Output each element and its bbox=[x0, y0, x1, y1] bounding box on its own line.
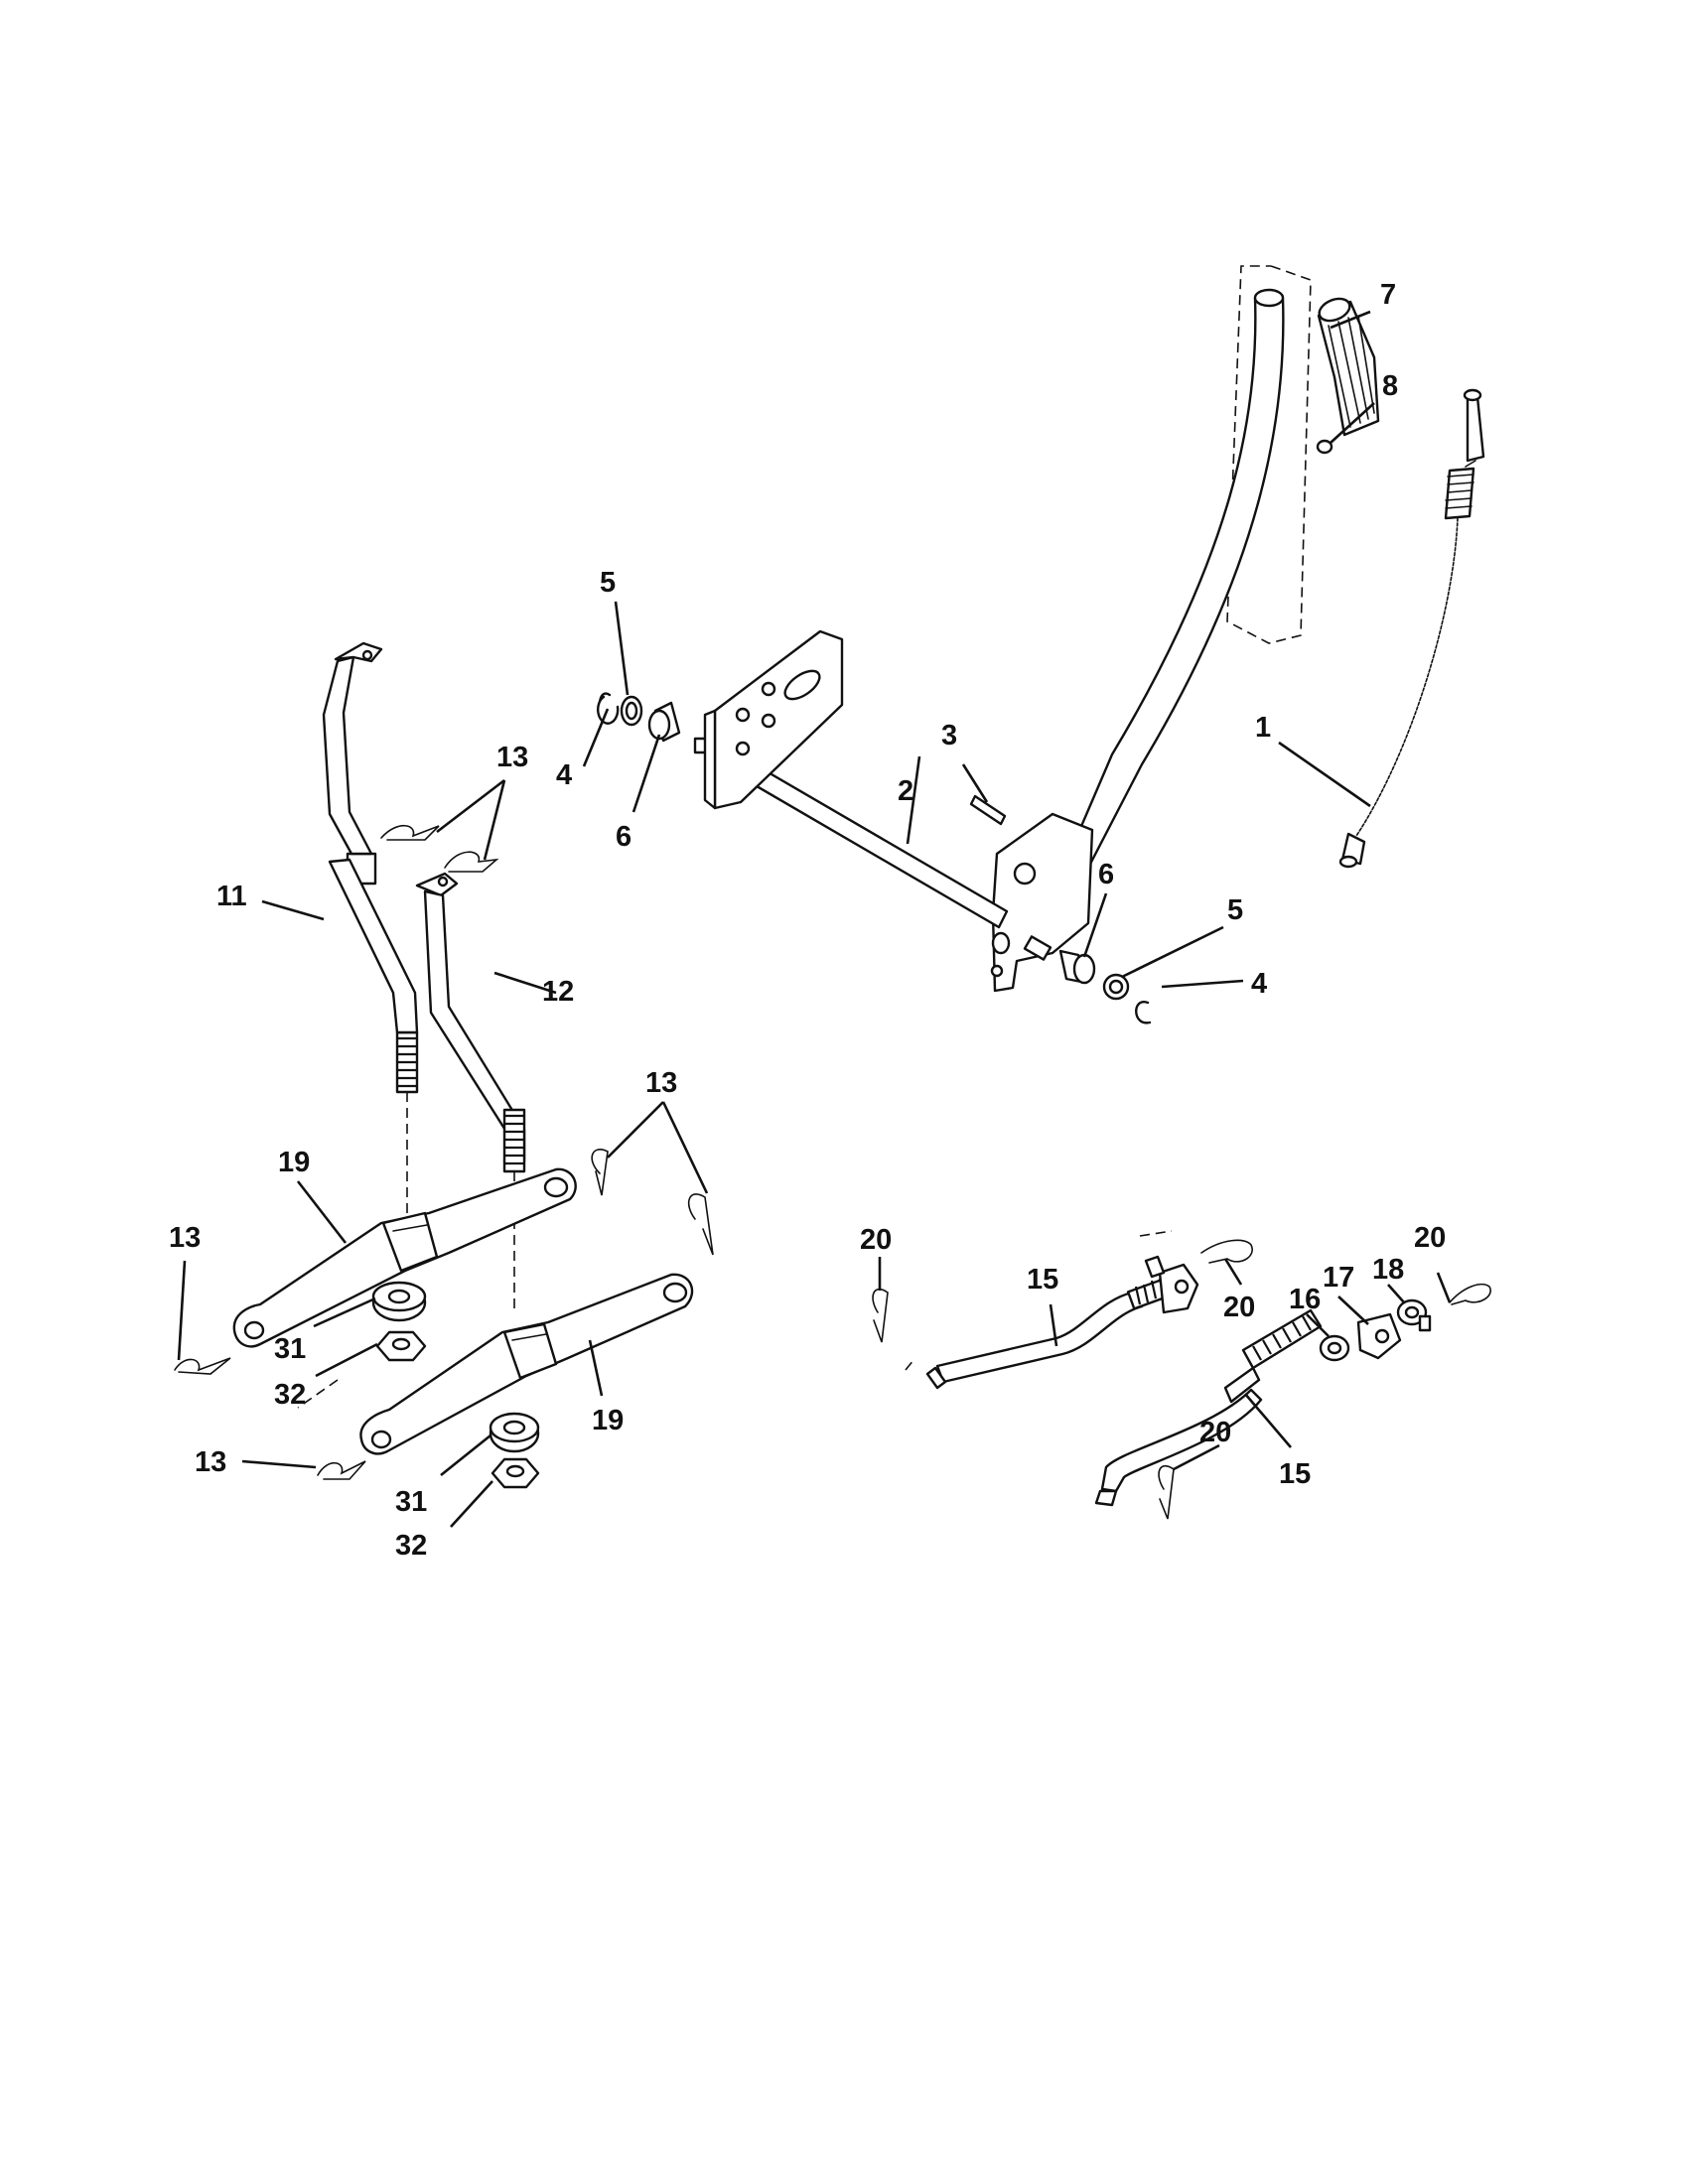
label-19-upper: 19 bbox=[278, 1147, 310, 1178]
label-20-right: 20 bbox=[1414, 1222, 1446, 1254]
right-shaft-hardware bbox=[1023, 935, 1152, 1024]
handle-grip bbox=[1317, 297, 1380, 437]
lift-link-12 bbox=[415, 872, 526, 1173]
adjustment-block-upper bbox=[1144, 1255, 1199, 1314]
hex-nut-16 bbox=[1319, 1334, 1350, 1362]
label-20-upper: 20 bbox=[1223, 1292, 1255, 1323]
hairpin-clip-13-mid-right bbox=[687, 1193, 714, 1256]
roll-pin bbox=[969, 794, 1007, 826]
lift-link-11 bbox=[322, 641, 419, 1094]
lift-bracket bbox=[990, 812, 1094, 993]
left-shaft-hardware bbox=[597, 692, 681, 743]
label-31-lower: 31 bbox=[395, 1486, 427, 1518]
label-12: 12 bbox=[542, 976, 574, 1008]
label-18: 18 bbox=[1372, 1254, 1404, 1286]
lift-arm-19-lower bbox=[359, 1273, 694, 1455]
label-17: 17 bbox=[1323, 1262, 1354, 1294]
hairpin-clip-13-lower-left bbox=[174, 1357, 231, 1375]
hairpin-clip-13-mid-left bbox=[591, 1149, 609, 1196]
label-32-upper: 32 bbox=[274, 1379, 306, 1411]
label-5-right: 5 bbox=[1227, 894, 1243, 926]
label-19-lower: 19 bbox=[592, 1405, 624, 1436]
ferrule-17 bbox=[1356, 1312, 1402, 1360]
label-13-top: 13 bbox=[496, 742, 528, 773]
grip-plug bbox=[1316, 439, 1333, 455]
label-8: 8 bbox=[1382, 370, 1398, 402]
label-4-right: 4 bbox=[1251, 968, 1267, 1000]
hairpin-clip-13-top-right bbox=[444, 851, 499, 873]
hairpin-clip-20-bottom bbox=[1158, 1464, 1175, 1520]
nut-32-upper bbox=[375, 1330, 427, 1362]
label-20-bottom: 20 bbox=[1199, 1417, 1231, 1448]
label-13-left: 13 bbox=[169, 1222, 201, 1254]
label-6-left: 6 bbox=[616, 821, 632, 853]
hairpin-clip-13-top-left bbox=[380, 824, 440, 841]
spacer-31-lower bbox=[489, 1412, 540, 1453]
label-15-lower: 15 bbox=[1279, 1458, 1311, 1490]
label-13-mid: 13 bbox=[645, 1067, 677, 1099]
label-1: 1 bbox=[1255, 712, 1271, 744]
label-6-right: 6 bbox=[1098, 859, 1114, 890]
hairpin-clip-13-bottom bbox=[317, 1460, 366, 1480]
hairpin-clip-20-left bbox=[872, 1288, 889, 1343]
washer-18 bbox=[1396, 1298, 1432, 1332]
label-3: 3 bbox=[941, 720, 957, 751]
hairpin-clip-20-upper bbox=[1200, 1239, 1253, 1264]
hairpin-clip-20-right bbox=[1449, 1283, 1491, 1305]
label-13-bottom: 13 bbox=[195, 1446, 226, 1478]
nut-32-lower bbox=[491, 1457, 540, 1489]
label-16: 16 bbox=[1289, 1284, 1321, 1315]
label-32-lower: 32 bbox=[395, 1530, 427, 1562]
lift-arm-19-upper bbox=[232, 1167, 577, 1348]
label-7: 7 bbox=[1380, 279, 1396, 311]
control-cable bbox=[1338, 388, 1485, 869]
label-20-left: 20 bbox=[860, 1224, 892, 1256]
leader-lines bbox=[177, 310, 1452, 1528]
part-labels: 1 2 3 4 4 5 5 6 6 7 8 11 12 13 13 13 13 … bbox=[169, 279, 1446, 1562]
label-2: 2 bbox=[898, 775, 913, 807]
label-4-left: 4 bbox=[556, 759, 572, 791]
label-15-upper: 15 bbox=[1027, 1264, 1058, 1296]
adjustment-rod-15-lower bbox=[1094, 1308, 1323, 1507]
label-31-upper: 31 bbox=[274, 1333, 306, 1365]
label-11: 11 bbox=[216, 881, 247, 912]
mounting-plate bbox=[703, 629, 844, 810]
label-5-left: 5 bbox=[600, 567, 616, 599]
spacer-31-upper bbox=[371, 1281, 427, 1322]
